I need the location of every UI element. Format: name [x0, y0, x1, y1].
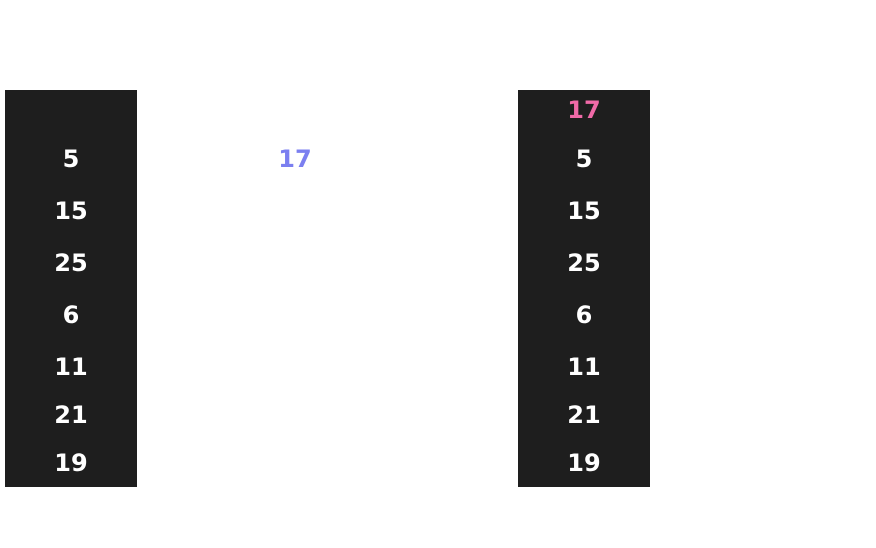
- floating-value: 17: [278, 145, 312, 173]
- left-list-item: 6: [62, 301, 80, 329]
- right-list-item: 5: [575, 145, 593, 173]
- right-list-item: 25: [567, 249, 601, 277]
- left-list-item: 11: [54, 353, 88, 381]
- left-list-item: 19: [54, 449, 88, 477]
- right-list-item: 15: [567, 197, 601, 225]
- left-list-item: 25: [54, 249, 88, 277]
- left-list-item: 21: [54, 401, 88, 429]
- right-list-item: 21: [567, 401, 601, 429]
- right-list-item: 6: [575, 301, 593, 329]
- right-list-item: 19: [567, 449, 601, 477]
- right-list-item: 11: [567, 353, 601, 381]
- left-list-item: 5: [62, 145, 80, 173]
- right-number-column: 17 5 15 25 6 11 21 19: [518, 90, 650, 487]
- highlighted-value: 17: [567, 96, 601, 124]
- left-list-item: 15: [54, 197, 88, 225]
- left-number-column: 5 15 25 6 11 21 19: [5, 90, 137, 487]
